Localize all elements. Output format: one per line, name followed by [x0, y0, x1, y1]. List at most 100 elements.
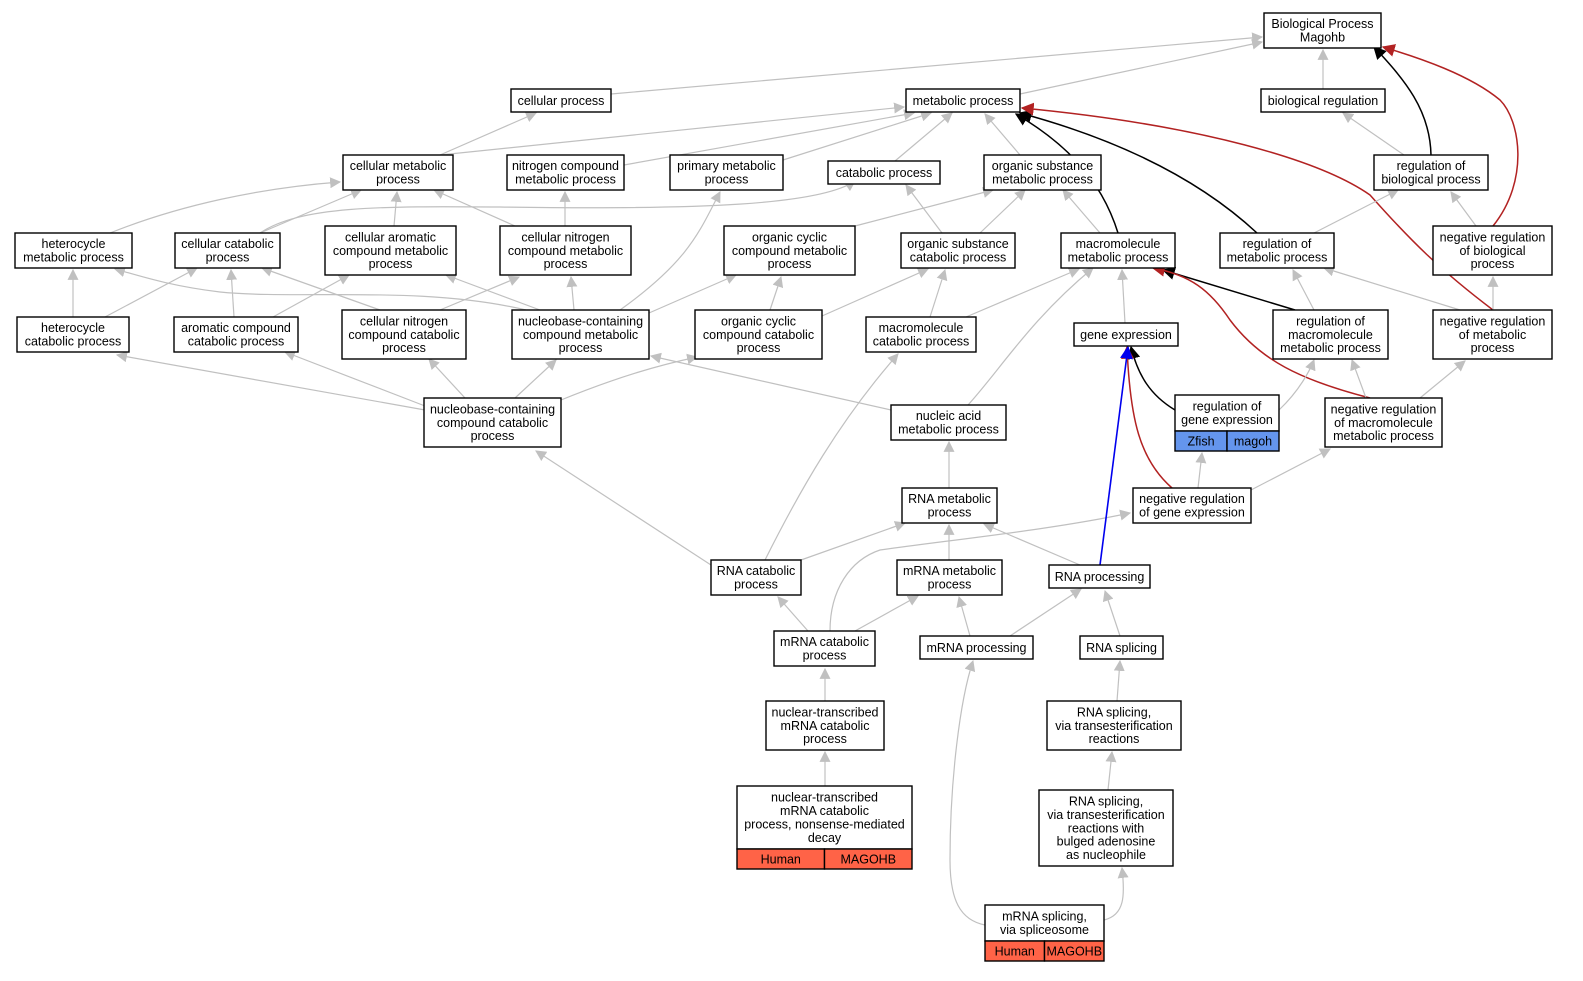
term-label-line: mRNA processing	[926, 641, 1026, 655]
term-node-mrnap[interactable]: mRNA processing	[919, 635, 1034, 660]
term-box	[1260, 88, 1386, 113]
term-box	[983, 154, 1102, 191]
term-label-line: process	[1471, 257, 1515, 271]
edge-nbccp-to-accp	[283, 350, 426, 407]
edge-cnccp-to-cncmp	[439, 275, 521, 311]
term-label-line: of macromolecule	[1334, 416, 1433, 430]
edge-cmp-to-mp	[439, 102, 906, 156]
term-box	[1046, 700, 1182, 751]
term-label-line: compound metabolic	[523, 328, 638, 342]
edge-mcp-to-mmp	[965, 267, 1081, 318]
term-node-mp[interactable]: metabolic process	[905, 88, 1021, 113]
term-box	[827, 160, 941, 185]
term-label-line: process	[803, 649, 847, 663]
term-label-line: cellular nitrogen	[521, 230, 609, 244]
edge-nbccp-to-occcp	[560, 353, 699, 401]
term-label-line: mRNA catabolic	[780, 804, 869, 818]
edge-rge-to-rmmp	[1278, 358, 1316, 411]
term-label-line: primary metabolic	[677, 159, 776, 173]
term-label-line: cellular metabolic	[350, 159, 447, 173]
term-box	[900, 232, 1016, 269]
edge-rge-to-ge	[1127, 345, 1176, 411]
term-label-line: negative regulation	[1440, 314, 1546, 328]
term-label-line: process, nonsense-mediated	[744, 818, 905, 832]
term-box	[905, 88, 1021, 113]
term-label-line: process	[803, 732, 847, 746]
term-box	[506, 154, 625, 191]
term-label-line: cellular catabolic	[181, 237, 273, 251]
term-label-line: process	[1471, 341, 1515, 355]
term-node-catp[interactable]: catabolic process	[827, 160, 941, 185]
term-label-line: cellular nitrogen	[360, 314, 448, 328]
term-label-line: bulged adenosine	[1057, 835, 1156, 849]
term-label-line: via spliceosome	[1000, 923, 1089, 937]
term-label-line: via transesterification	[1055, 719, 1172, 733]
term-node-rnap[interactable]: RNA processing	[1048, 564, 1151, 589]
term-label-line: macromolecule	[1288, 328, 1373, 342]
term-label-line: process	[206, 251, 250, 265]
term-box	[342, 154, 454, 191]
term-node-br[interactable]: biological regulation	[1260, 88, 1386, 113]
term-box	[1079, 635, 1164, 660]
term-node-rnast[interactable]: RNA splicing,via transesterificationreac…	[1046, 700, 1182, 751]
edge-rnas-to-rnap	[1102, 589, 1121, 637]
edge-cp-to-bp	[610, 32, 1264, 95]
term-label-line: organic substance	[907, 237, 1009, 251]
edge-nrge-to-nrmmp	[1250, 448, 1331, 491]
term-label-line: organic substance	[992, 159, 1094, 173]
edge-cmp-to-cp	[439, 111, 538, 156]
edge-rmp-to-mp	[1018, 109, 1258, 234]
edge-hmp-to-cmp	[109, 177, 342, 234]
term-label-line: nucleobase-containing	[518, 314, 643, 328]
term-node-ge[interactable]: gene expression	[1073, 322, 1179, 347]
term-box	[765, 700, 885, 751]
term-node-cp[interactable]: cellular process	[510, 88, 612, 113]
term-label-line: biological regulation	[1268, 94, 1379, 108]
edge-hcp-to-ccp	[104, 267, 198, 318]
term-box	[14, 232, 133, 269]
term-label-line: macromolecule	[1076, 237, 1161, 251]
term-label-line: metabolic process	[1333, 429, 1434, 443]
term-node-rnas[interactable]: RNA splicing	[1079, 635, 1164, 660]
edge-oscp-to-catp	[905, 184, 943, 234]
edge-nrge-to-rge	[1195, 451, 1207, 489]
term-label-line: cellular aromatic	[345, 230, 436, 244]
term-node-rnasb[interactable]: RNA splicing,via transesterificationreac…	[1038, 789, 1174, 867]
edge-rnap-to-rnamp	[982, 522, 1081, 566]
